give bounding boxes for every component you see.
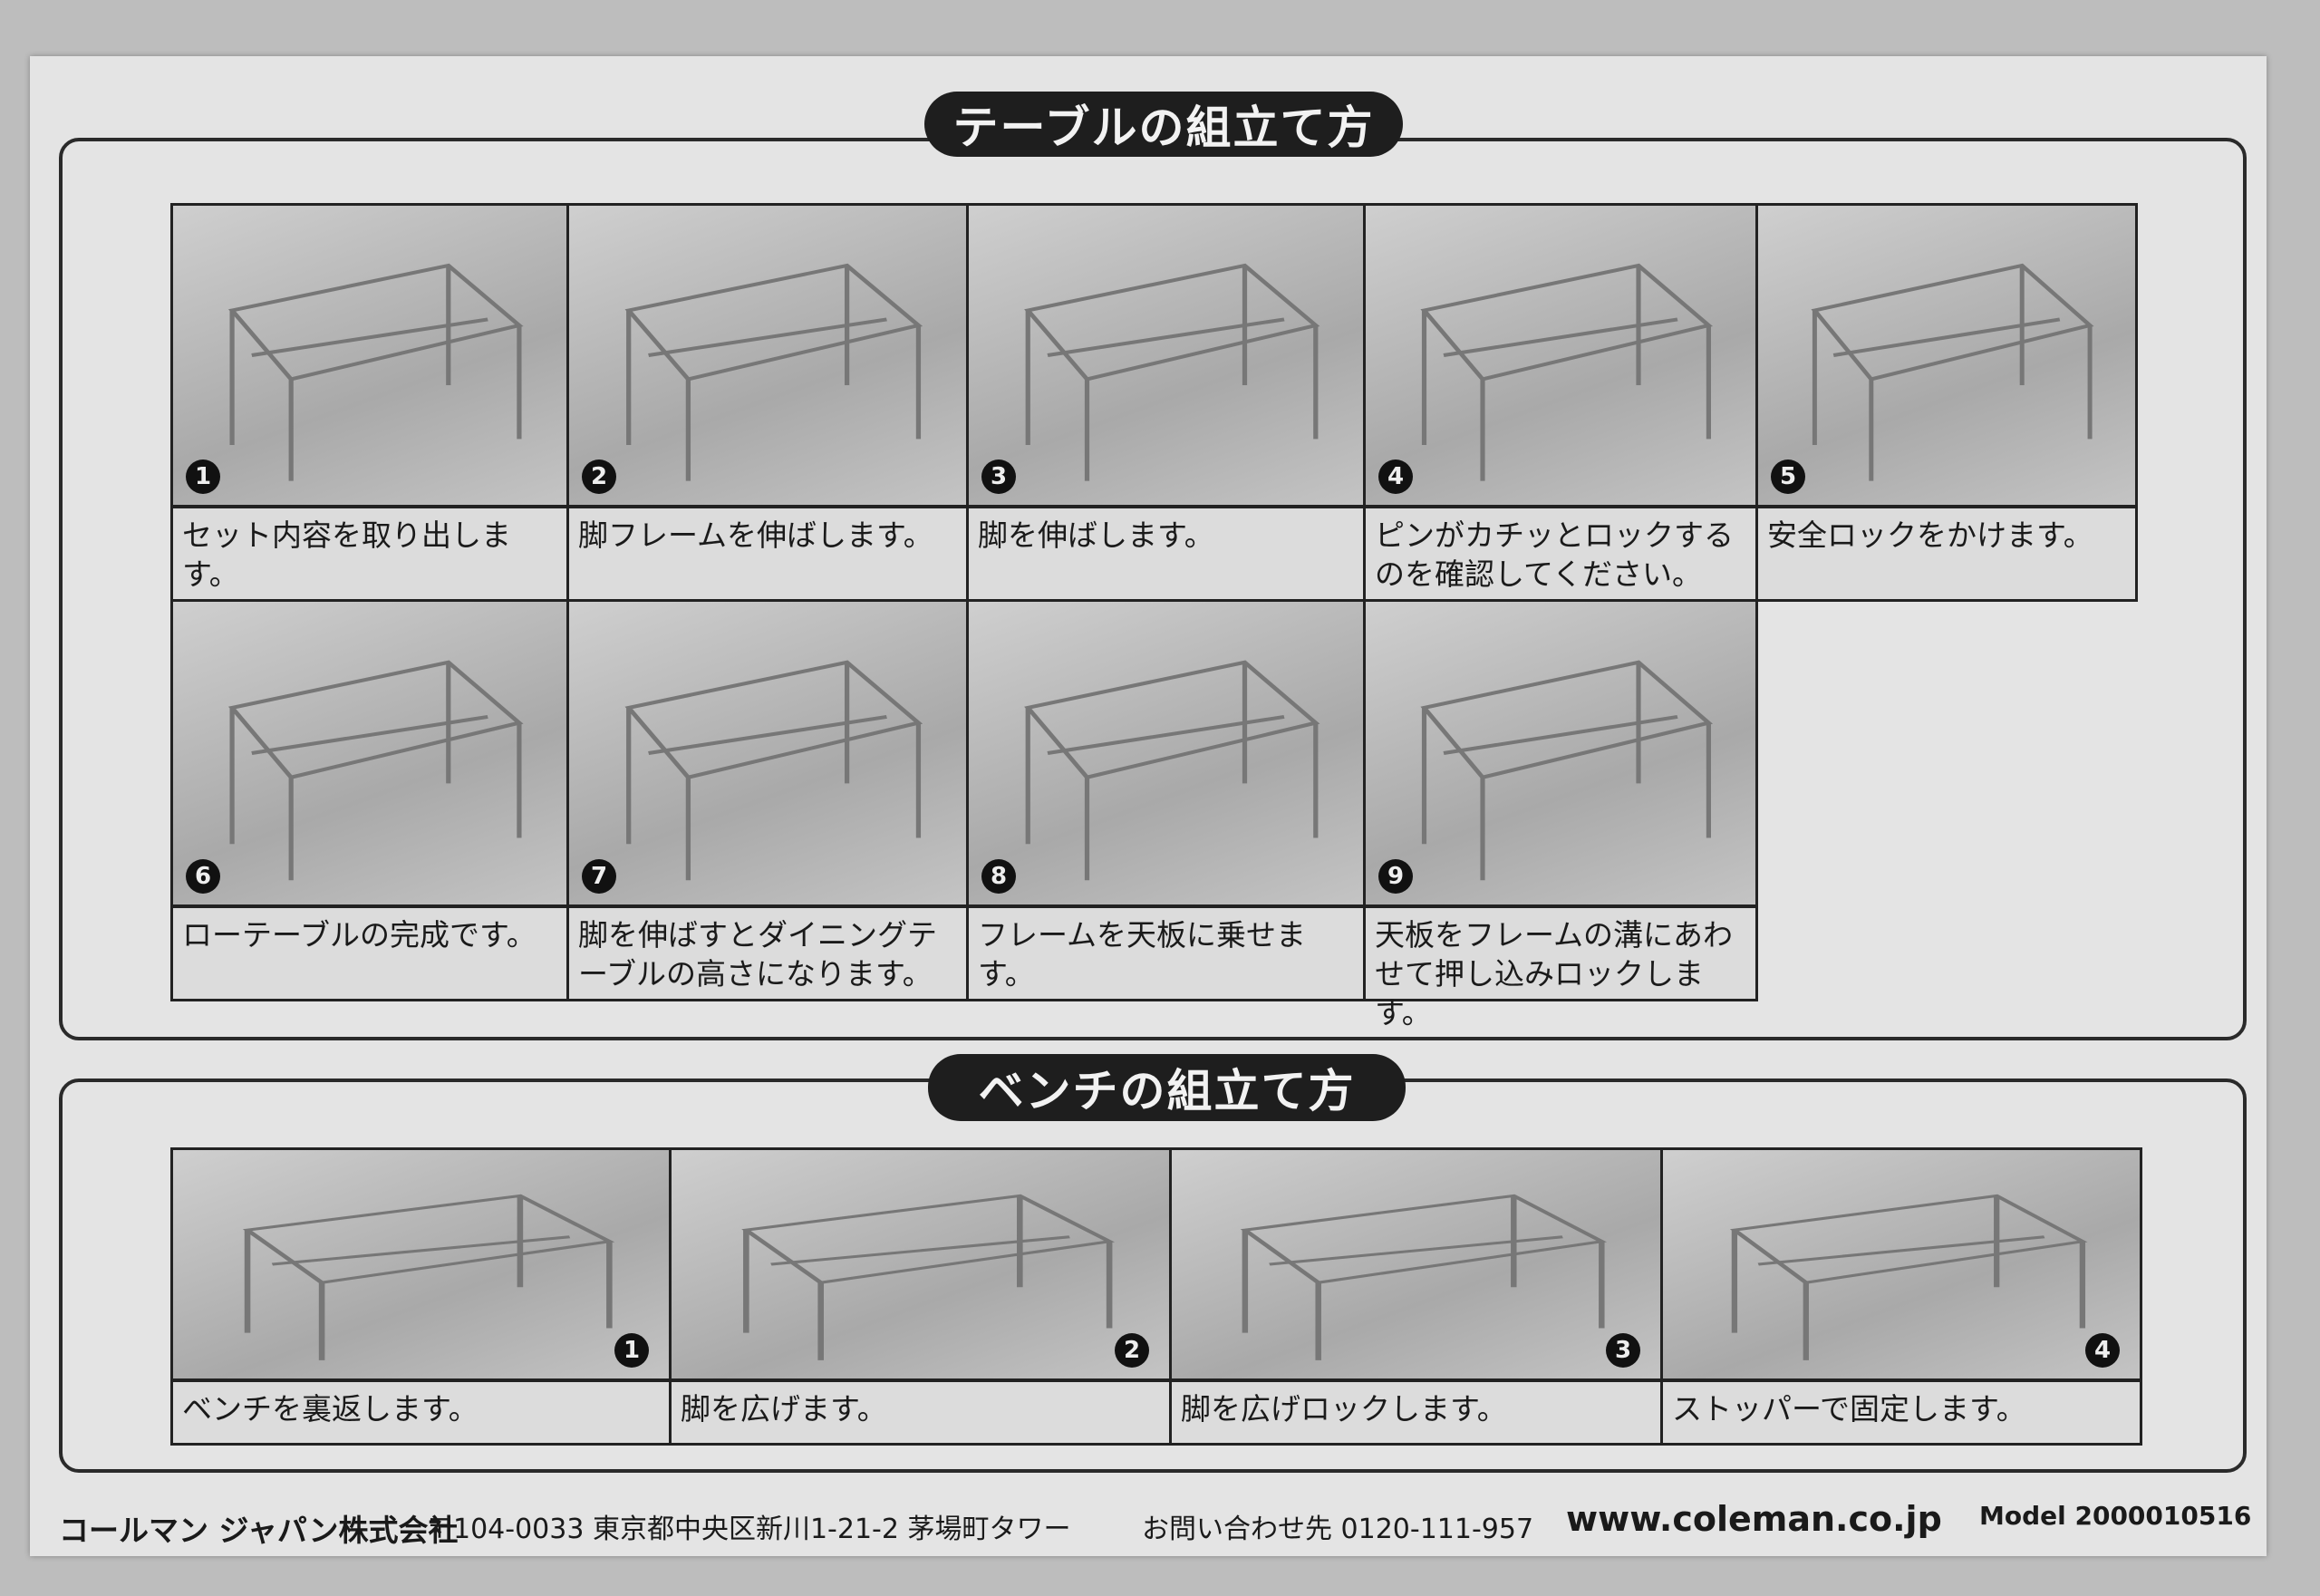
- step-cell: 4 ピンがカチッとロックするのを確認してください。: [1363, 203, 1758, 602]
- step-number-badge: 2: [1115, 1333, 1149, 1368]
- step-illustration: 1: [173, 206, 566, 508]
- step-number-badge: 1: [614, 1333, 649, 1368]
- step-caption: ローテーブルの完成です。: [182, 917, 536, 953]
- step-caption: 脚を広げロックします。: [1181, 1391, 1507, 1427]
- step-caption: 脚を伸ばします。: [978, 517, 1214, 553]
- step-number-badge: 1: [186, 459, 220, 494]
- step-caption: 脚を広げます。: [681, 1391, 887, 1427]
- step-illustration: 5: [1758, 206, 2135, 508]
- step-number-badge: 8: [981, 859, 1016, 894]
- step-caption: 脚フレームを伸ばします。: [578, 517, 933, 553]
- footer-website: www.coleman.co.jp: [1566, 1499, 1942, 1539]
- frame-sketch-icon: [1024, 263, 1320, 481]
- frame-sketch-icon: [242, 1194, 615, 1360]
- step-illustration: 7: [569, 602, 966, 908]
- step-illustration: 3: [969, 206, 1363, 508]
- frame-sketch-icon: [1420, 263, 1714, 481]
- step-number-badge: 5: [1771, 459, 1805, 494]
- step-cell: 3 脚を広げロックします。: [1169, 1147, 1663, 1446]
- bench-section-title: ベンチの組立て方: [928, 1054, 1406, 1121]
- step-cell: 1 ベンチを裏返します。: [170, 1147, 672, 1446]
- step-caption: 脚を伸ばすとダイニングテーブルの高さになります。: [578, 917, 937, 991]
- footer-model: Model 2000010516: [1979, 1501, 2252, 1531]
- footer-company: コールマン ジャパン株式会社: [59, 1513, 459, 1548]
- frame-sketch-icon: [1729, 1194, 2088, 1360]
- step-cell: 7 脚を伸ばすとダイニングテーブルの高さになります。: [566, 599, 969, 1001]
- step-number-badge: 4: [2085, 1333, 2120, 1368]
- step-cell: 4 ストッパーで固定します。: [1660, 1147, 2142, 1446]
- step-illustration: 2: [569, 206, 966, 508]
- step-cell: 8 フレームを天板に乗せます。: [966, 599, 1366, 1001]
- frame-sketch-icon: [1024, 660, 1320, 881]
- step-illustration: 1: [173, 1150, 669, 1382]
- step-number-badge: 6: [186, 859, 220, 894]
- footer-address: 〒104-0033 東京都中央区新川1-21-2 茅場町タワー: [426, 1514, 1071, 1545]
- frame-sketch-icon: [227, 263, 524, 481]
- step-caption: フレームを天板に乗せます。: [978, 917, 1307, 991]
- frame-sketch-icon: [624, 263, 923, 481]
- frame-sketch-icon: [1420, 660, 1714, 881]
- step-cell: 5 安全ロックをかけます。: [1755, 203, 2138, 602]
- step-number-badge: 3: [1606, 1333, 1640, 1368]
- step-caption: ベンチを裏返します。: [182, 1391, 478, 1427]
- step-cell: 3 脚を伸ばします。: [966, 203, 1366, 602]
- step-cell: 9 天板をフレームの溝にあわせて押し込みロックします。: [1363, 599, 1758, 1030]
- step-illustration: 2: [672, 1150, 1169, 1382]
- step-illustration: 4: [1366, 206, 1755, 508]
- frame-sketch-icon: [227, 660, 524, 881]
- step-cell: 2 脚フレームを伸ばします。: [566, 203, 969, 602]
- step-cell: 6 ローテーブルの完成です。: [170, 599, 569, 1001]
- step-cell: 1 セット内容を取り出します。: [170, 203, 569, 602]
- frame-sketch-icon: [741, 1194, 1116, 1360]
- step-illustration: 3: [1172, 1150, 1660, 1382]
- table-section-title: テーブルの組立て方: [924, 92, 1403, 157]
- frame-sketch-icon: [1240, 1194, 1608, 1360]
- step-number-badge: 2: [582, 459, 616, 494]
- footer-contact: お問い合わせ先 0120-111-957: [1142, 1514, 1534, 1545]
- step-caption: 天板をフレームの溝にあわせて押し込みロックします。: [1375, 917, 1734, 1030]
- step-illustration: 8: [969, 602, 1363, 908]
- step-illustration: 9: [1366, 602, 1755, 908]
- step-caption: ストッパーで固定します。: [1672, 1391, 2026, 1427]
- step-cell: 2 脚を広げます。: [669, 1147, 1172, 1446]
- step-caption: ピンがカチッとロックするのを確認してください。: [1375, 517, 1734, 592]
- step-caption: セット内容を取り出します。: [182, 517, 511, 592]
- frame-sketch-icon: [624, 660, 923, 881]
- step-caption: 安全ロックをかけます。: [1767, 517, 2093, 553]
- step-illustration: 4: [1663, 1150, 2140, 1382]
- step-number-badge: 4: [1378, 459, 1413, 494]
- frame-sketch-icon: [1811, 263, 2094, 481]
- step-number-badge: 3: [981, 459, 1016, 494]
- step-number-badge: 7: [582, 859, 616, 894]
- step-illustration: 6: [173, 602, 566, 908]
- step-number-badge: 9: [1378, 859, 1413, 894]
